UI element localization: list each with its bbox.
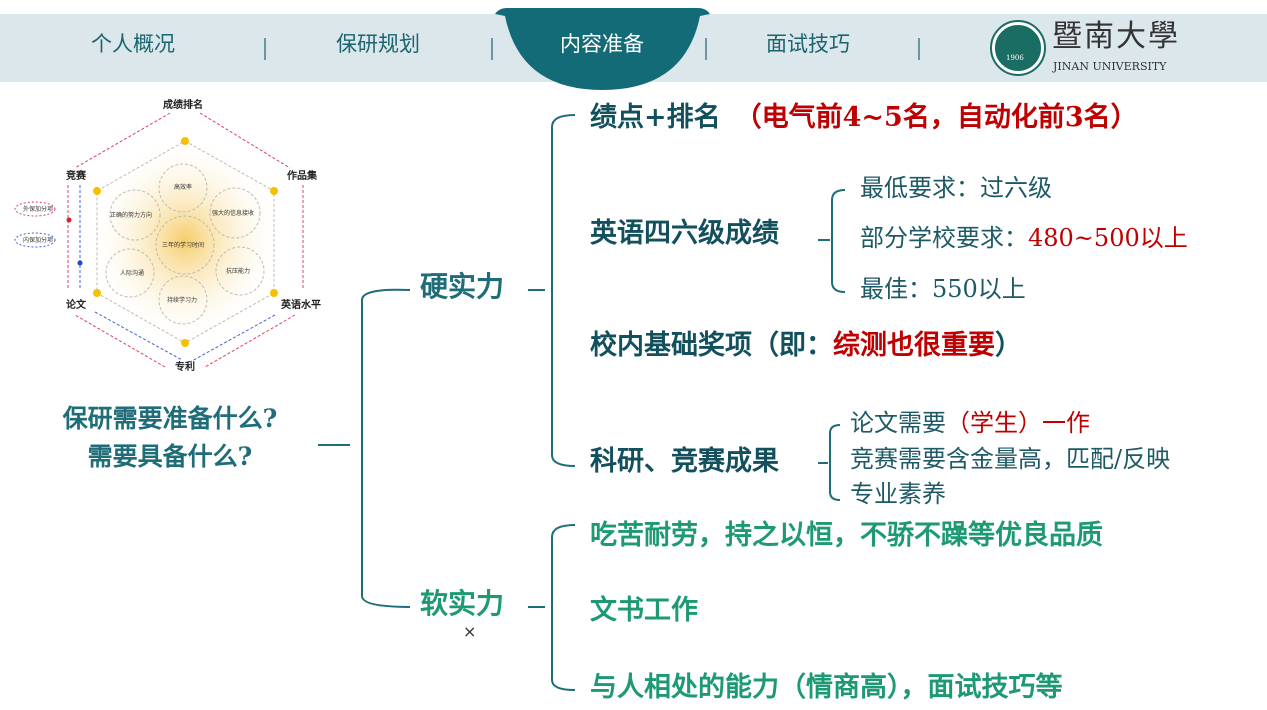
university-seal-icon: 1906 xyxy=(990,20,1046,76)
gpa-item: 绩点+排名 （电气前4~5名，自动化前3名） xyxy=(590,102,1138,134)
question-line2: 需要具备什么? xyxy=(87,442,253,471)
soft-item: 文书工作 xyxy=(590,595,698,626)
divider xyxy=(705,38,707,60)
english-req-score: 480~500以上 xyxy=(1028,224,1188,252)
awards-end: ） xyxy=(995,330,1022,361)
circle-label: 人际沟通 xyxy=(120,270,145,277)
vertex-label: 成绩排名 xyxy=(163,100,203,111)
question-line1: 保研需要准备什么? xyxy=(62,404,278,433)
research-detail: 竞赛需要含金量高，匹配/反映 xyxy=(850,445,1171,473)
english-item: 英语四六级成绩 xyxy=(590,218,779,249)
research-text: 论文需要 xyxy=(850,409,946,437)
research-highlight: （学生）一作 xyxy=(946,409,1090,437)
tab-personal[interactable]: 个人概况 xyxy=(91,32,175,56)
soft-item: 吃苦耐劳，持之以恒，不骄不躁等优良品质 xyxy=(590,520,1103,551)
vertex-label: 专利 xyxy=(175,362,195,373)
tag-label: 外保加分项 xyxy=(23,206,54,213)
tab-interview[interactable]: 面试技巧 xyxy=(766,32,850,56)
research-detail: 专业素养 xyxy=(850,480,946,508)
divider xyxy=(491,38,493,60)
research-detail: 论文需要（学生）一作 xyxy=(850,409,1090,437)
circle-label: 三年的学习时间 xyxy=(162,242,205,249)
vertex-label: 竞赛 xyxy=(66,171,86,182)
tag-label: 内保加分项 xyxy=(23,237,54,244)
circle-label: 持续学习力 xyxy=(167,297,198,304)
english-req-text: 最低要求：过六级 xyxy=(860,174,1052,202)
logo-name-en: JINAN UNIVERSITY xyxy=(1053,60,1167,73)
tab-plan[interactable]: 保研规划 xyxy=(336,32,420,56)
hard-power-node: 硬实力 xyxy=(420,270,505,303)
circle-label: 正确的努力方向 xyxy=(110,212,153,219)
english-req: 部分学校要求：480~500以上 xyxy=(860,224,1188,253)
vertex-label: 论文 xyxy=(66,300,86,311)
divider xyxy=(264,38,266,60)
gpa-note: （电气前4~5名，自动化前3名） xyxy=(734,102,1138,133)
english-req: 最佳：550以上 xyxy=(860,275,1026,304)
soft-power-node: 软实力 xyxy=(420,587,505,620)
active-tab-bg xyxy=(495,8,710,90)
gpa-title: 绩点+排名 xyxy=(590,102,721,133)
logo-name-cn: 暨南大學 xyxy=(1052,19,1180,54)
circle-label: 抗压能力 xyxy=(226,268,251,275)
vertex-label: 作品集 xyxy=(287,171,317,182)
awards-item: 校内基础奖项（即：综测也很重要） xyxy=(590,330,1022,362)
circle-label: 强大的信息接收 xyxy=(212,210,255,217)
vertex-label: 英语水平 xyxy=(281,300,321,311)
awards-highlight: 综测也很重要 xyxy=(833,330,995,361)
cursor-icon: × xyxy=(463,622,477,641)
tab-content-prep[interactable]: 内容准备 xyxy=(560,32,644,56)
english-req-text: 部分学校要求： xyxy=(860,224,1028,252)
research-item: 科研、竞赛成果 xyxy=(590,446,779,477)
english-req-text: 最佳：550以上 xyxy=(860,275,1026,303)
english-req: 最低要求：过六级 xyxy=(860,174,1052,203)
soft-item: 与人相处的能力（情商高），面试技巧等 xyxy=(590,672,1063,703)
divider xyxy=(918,38,920,60)
circle-label: 高效率 xyxy=(174,184,193,191)
awards-title: 校内基础奖项（即： xyxy=(590,330,833,361)
